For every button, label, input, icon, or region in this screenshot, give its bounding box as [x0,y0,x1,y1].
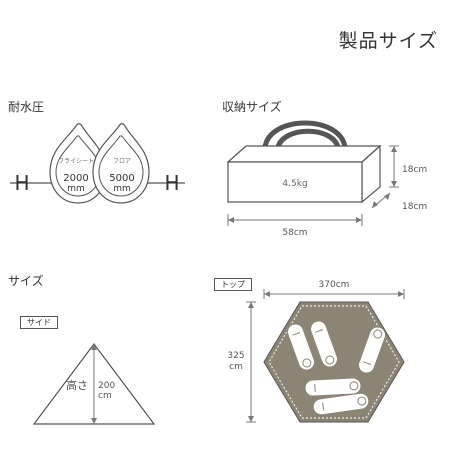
bag-width-label: 58cm [282,228,307,238]
top-width-label: 370cm [319,280,350,290]
height-label: 高さ [66,378,88,392]
sleeping-bag [310,320,338,368]
bag-front-face [227,161,363,203]
top-depth-value: 325 [227,351,244,361]
bag-height-label: 18cm [402,165,427,175]
sleeping-bag [304,377,362,397]
sleeping-bag [287,323,315,371]
floor-value: 5000 [109,173,134,184]
bag-handle-back [262,120,348,150]
sleeping-bag [358,326,386,374]
fly-unit: mm [67,184,85,194]
page-title: 製品サイズ [338,30,438,52]
h-letter-left: H [14,171,29,195]
height-unit: cm [98,391,112,401]
top-view-tag: トップ [214,278,252,291]
height-value: 200 [98,381,115,391]
size-heading: サイズ [8,274,44,288]
storage-heading: 収納サイズ [222,100,282,114]
floor-unit: mm [113,184,131,194]
floor-droplet-inner [98,135,144,197]
floor-label: フロア [113,158,131,165]
bag-handle-front [275,128,341,150]
waterproof-heading: 耐水圧 [8,100,45,114]
h-letter-right: H [164,171,179,195]
sleeping-bag [312,392,370,416]
bag-weight: 4.5kg [282,179,307,189]
tent-floor-stitch [268,305,400,419]
bag-depth-label: 18cm [402,202,427,212]
fly-droplet-inner [55,135,101,197]
top-depth-unit: cm [229,362,243,372]
side-view-tag: サイド [20,316,58,329]
sleeping-bags [287,320,386,416]
fly-label: フライシート [58,158,94,165]
fly-value: 2000 [63,173,88,184]
